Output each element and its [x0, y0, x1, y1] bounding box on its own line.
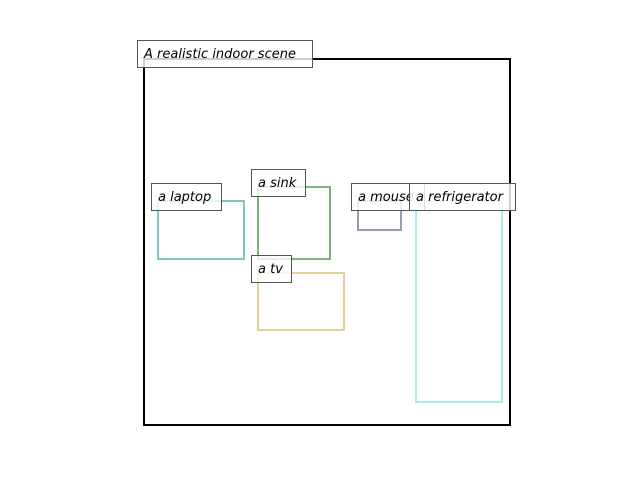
tv-box — [257, 272, 345, 331]
svg-text:a mouse: a mouse — [358, 190, 414, 205]
svg-text:a refrigerator: a refrigerator — [416, 190, 505, 205]
svg-text:a tv: a tv — [258, 262, 283, 277]
sink-box — [257, 186, 331, 260]
sink-label: a sink — [251, 169, 306, 197]
scene-frame — [143, 58, 511, 426]
tv-label: a tv — [251, 255, 292, 283]
scene-title-label: A realistic indoor scene — [137, 40, 313, 68]
scene-title: A realistic indoor scene — [143, 47, 296, 62]
laptop-label: a laptop — [151, 183, 222, 211]
svg-text:a sink: a sink — [258, 176, 297, 191]
refrigerator-box — [415, 200, 503, 403]
svg-text:a laptop: a laptop — [158, 190, 211, 205]
refrigerator-label: a refrigerator — [409, 183, 516, 211]
